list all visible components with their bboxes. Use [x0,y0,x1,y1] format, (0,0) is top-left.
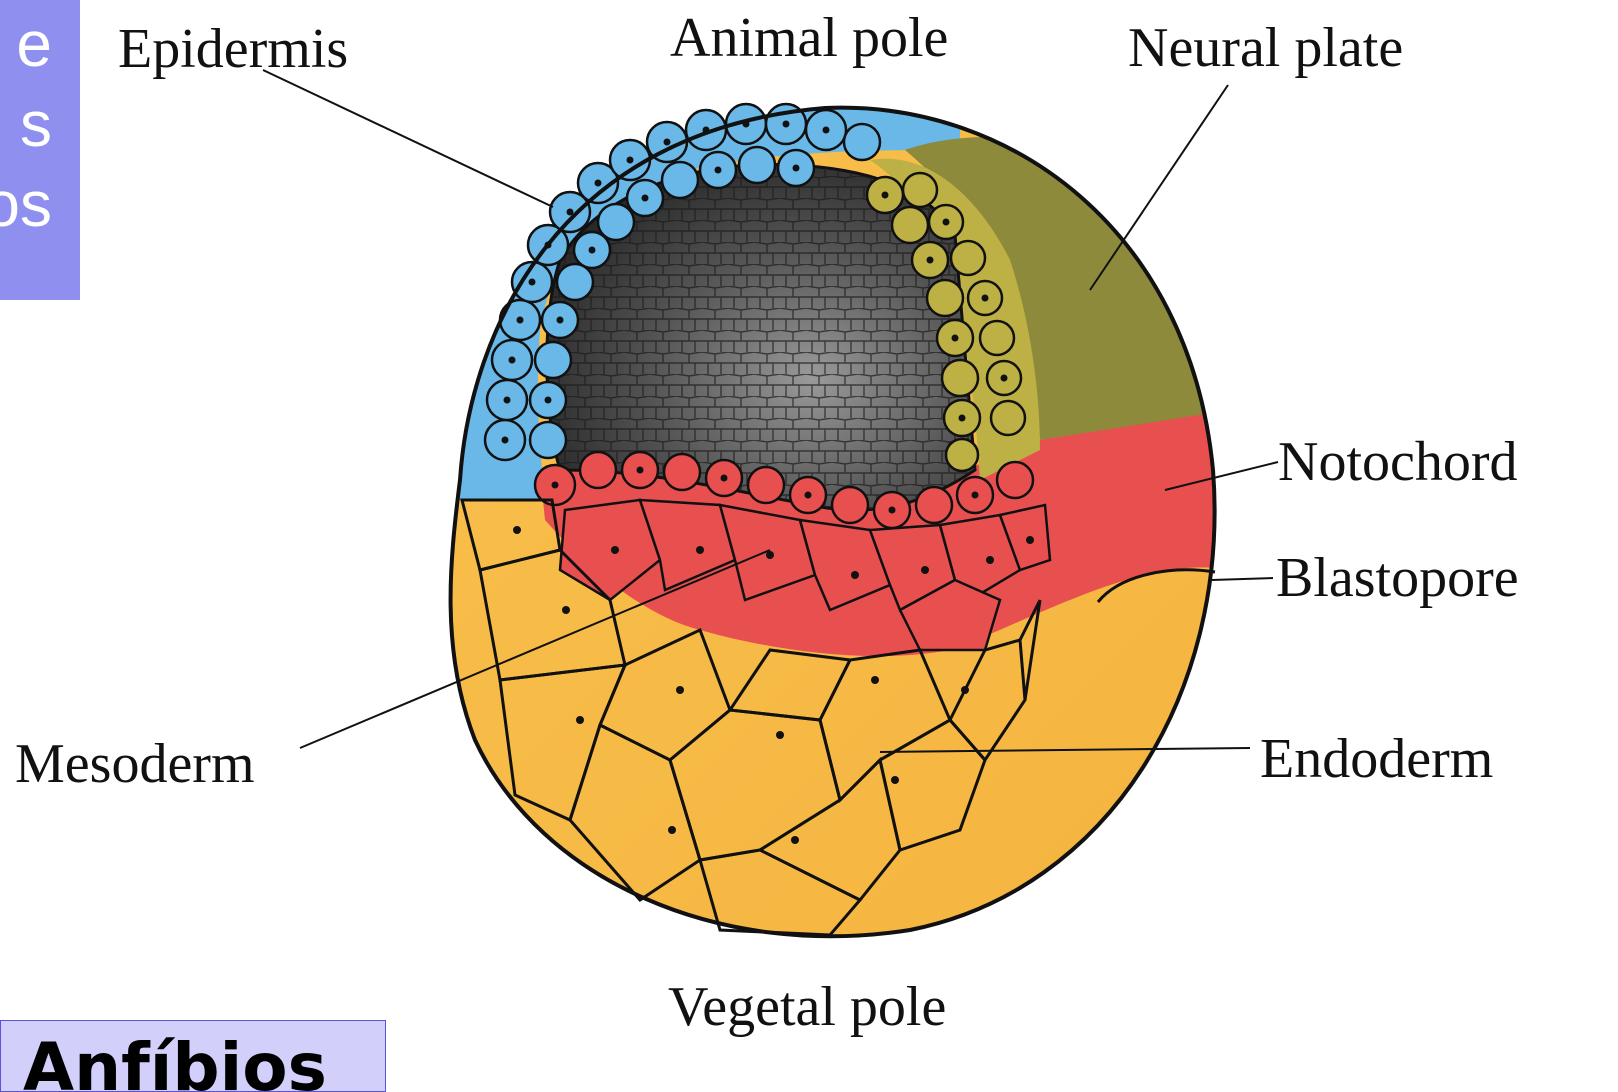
leader-blastopore [1212,578,1273,580]
label-blastopore: Blastopore [1276,547,1519,609]
label-notochord: Notochord [1278,431,1518,493]
label-vegetal-pole: Vegetal pole [668,976,946,1038]
label-mesoderm: Mesoderm [15,733,255,795]
label-epidermis: Epidermis [118,18,348,80]
leader-neural-plate [1090,85,1228,290]
label-neural-plate: Neural plate [1128,17,1403,79]
label-animal-pole: Animal pole [670,7,948,69]
leader-epidermis [263,70,553,207]
label-endoderm: Endoderm [1260,728,1493,790]
